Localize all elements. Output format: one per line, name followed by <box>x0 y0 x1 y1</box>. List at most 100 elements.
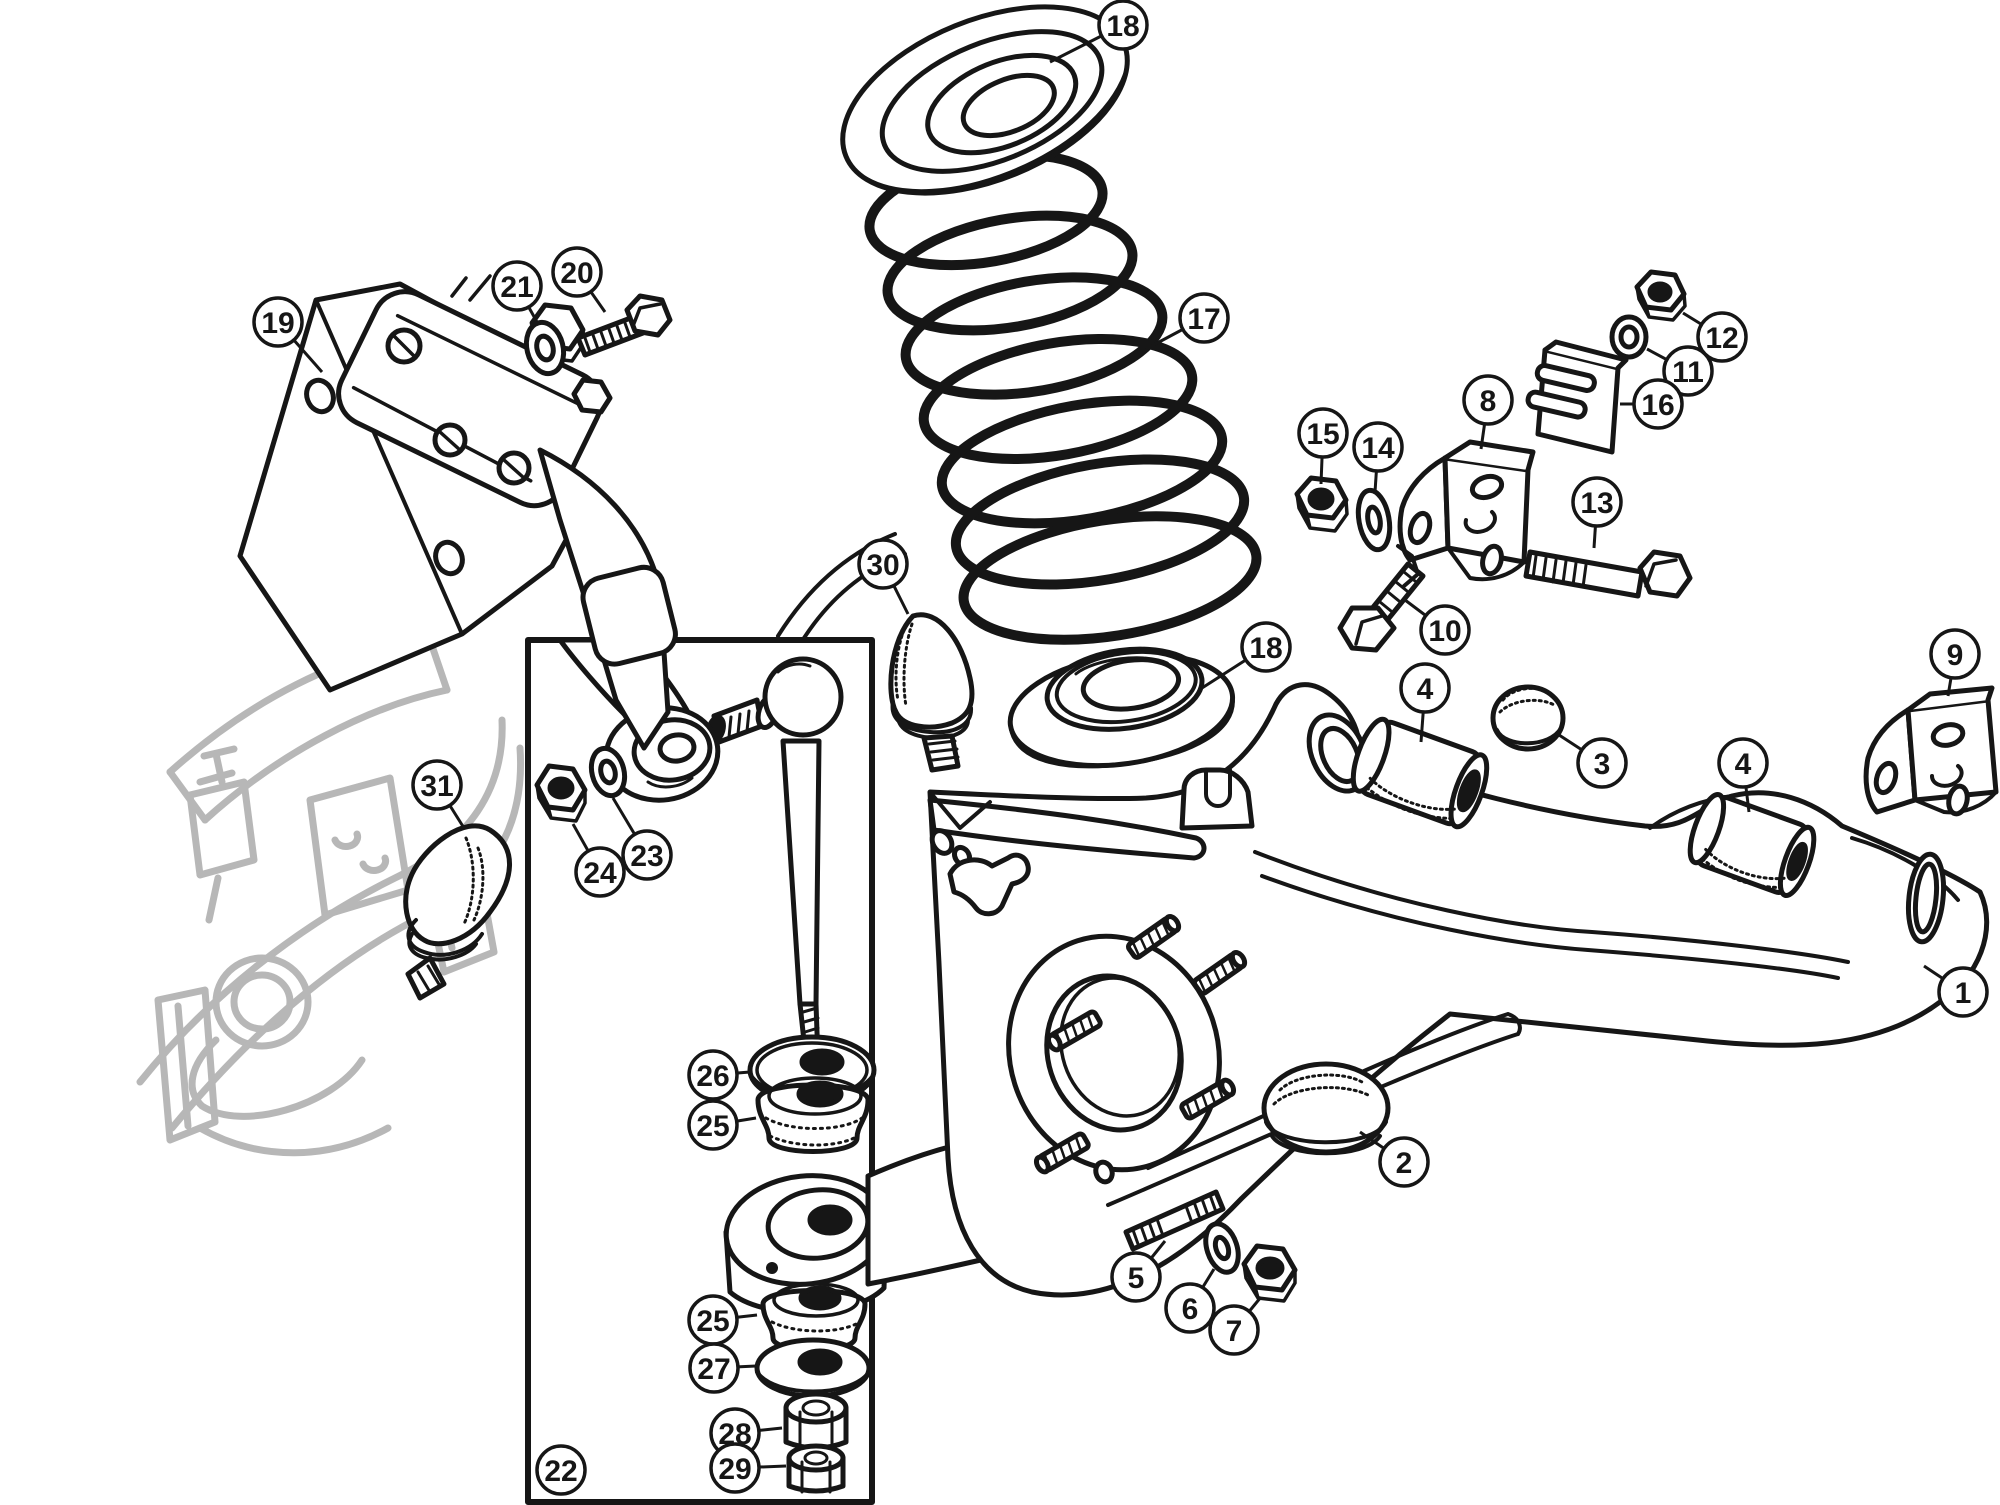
svg-text:4: 4 <box>1735 748 1752 781</box>
callout-2: 2 <box>1359 1130 1430 1188</box>
callout-layer: 1234456789101112131415161718181920212223… <box>252 0 1989 1496</box>
svg-text:22: 22 <box>544 1455 577 1488</box>
svg-text:3: 3 <box>1594 748 1611 781</box>
callout-17: 17 <box>1145 292 1230 351</box>
svg-text:18: 18 <box>1106 10 1139 43</box>
svg-text:11: 11 <box>1672 356 1704 389</box>
thin-nut-29 <box>786 1443 846 1494</box>
svg-text:4: 4 <box>1417 673 1434 706</box>
callout-31: 31 <box>411 759 466 829</box>
washer-6 <box>1203 1221 1241 1275</box>
callout-21: 21 <box>491 260 543 323</box>
hub-studs <box>1033 914 1248 1175</box>
bracket-8 <box>1397 439 1536 582</box>
svg-text:2: 2 <box>1396 1147 1413 1180</box>
svg-text:10: 10 <box>1428 615 1461 648</box>
dome-plug-small-3 <box>1490 684 1566 752</box>
svg-text:25: 25 <box>696 1305 729 1338</box>
callout-1: 1 <box>1923 964 1989 1018</box>
nut-12 <box>1634 269 1687 322</box>
svg-text:19: 19 <box>261 307 294 340</box>
dome-plug-large-2 <box>1261 1061 1391 1156</box>
svg-text:6: 6 <box>1182 1293 1199 1326</box>
stud-5 <box>1123 1189 1226 1252</box>
svg-text:9: 9 <box>1947 639 1964 672</box>
callout-11: 11 <box>1646 345 1714 397</box>
svg-text:18: 18 <box>1249 632 1282 665</box>
callout-7: 7 <box>1208 1296 1263 1356</box>
rubber-bush-lower-25 <box>760 1282 868 1353</box>
pivot-bolt-10 <box>1337 544 1426 653</box>
callout-15: 15 <box>1297 407 1349 485</box>
spring-cap-upper <box>840 4 1130 196</box>
packing-shim-16 <box>1525 339 1629 455</box>
callout-12: 12 <box>1682 311 1748 363</box>
callout-22: 22 <box>535 1444 587 1496</box>
callout-10: 10 <box>1404 598 1471 656</box>
arm-eye-boss <box>723 1173 889 1315</box>
svg-text:1: 1 <box>1955 977 1972 1010</box>
callout-6: 6 <box>1164 1268 1216 1334</box>
flat-washer-27 <box>754 1337 872 1399</box>
callout-13: 13 <box>1571 476 1623 549</box>
svg-text:20: 20 <box>560 257 593 290</box>
callout-5: 5 <box>1110 1240 1167 1303</box>
damper-washer-21 <box>523 319 567 377</box>
spring-seat-lower <box>1007 646 1236 769</box>
rear-bush-4 <box>1687 792 1817 898</box>
callout-8: 8 <box>1462 374 1514 450</box>
svg-text:16: 16 <box>1641 389 1674 422</box>
callout-18: 18 <box>1201 621 1292 690</box>
callout-9: 9 <box>1929 628 1981 697</box>
svg-text:25: 25 <box>696 1110 729 1143</box>
lock-nut-28 <box>783 1391 849 1451</box>
callout-4: 4 <box>1399 662 1451 743</box>
svg-text:30: 30 <box>866 549 899 582</box>
drop-arm-nut-24 <box>534 763 588 823</box>
ghost-chassis <box>136 636 525 1157</box>
callout-14: 14 <box>1352 421 1404 493</box>
callout-25: 25 <box>687 1099 757 1151</box>
svg-text:7: 7 <box>1226 1315 1243 1348</box>
svg-text:26: 26 <box>696 1060 729 1093</box>
callout-20: 20 <box>551 246 607 313</box>
washer-14 <box>1355 487 1393 553</box>
svg-text:5: 5 <box>1128 1262 1145 1295</box>
svg-text:29: 29 <box>718 1453 751 1486</box>
bump-stop-31 <box>403 823 512 1001</box>
svg-text:14: 14 <box>1361 432 1395 465</box>
callout-19: 19 <box>252 296 324 373</box>
front-bush-4 <box>1350 716 1490 830</box>
svg-text:8: 8 <box>1480 385 1497 418</box>
callout-24: 24 <box>571 823 626 898</box>
bracket-9 <box>1863 685 1999 817</box>
hub-plate <box>1006 933 1222 1185</box>
bump-stop-30 <box>888 612 975 773</box>
svg-text:15: 15 <box>1306 418 1339 451</box>
callout-3: 3 <box>1555 731 1628 789</box>
link-rod <box>780 738 822 1063</box>
nut-7 <box>1241 1243 1298 1303</box>
washer-11 <box>1609 314 1649 360</box>
drop-arm-washer-23 <box>588 745 628 799</box>
damper-bolt-20 <box>575 293 673 358</box>
svg-text:17: 17 <box>1187 303 1220 336</box>
svg-text:24: 24 <box>583 857 617 890</box>
svg-text:31: 31 <box>420 770 453 803</box>
svg-text:21: 21 <box>500 271 533 304</box>
nut-15 <box>1294 475 1349 533</box>
coil-spring <box>864 149 1262 645</box>
lever-damper <box>237 274 678 751</box>
svg-text:13: 13 <box>1580 487 1613 520</box>
callout-29: 29 <box>709 1442 787 1494</box>
callout-4: 4 <box>1717 737 1769 813</box>
svg-text:12: 12 <box>1705 322 1738 355</box>
callout-26: 26 <box>687 1049 751 1101</box>
rubber-bush-upper-25 <box>755 1076 871 1154</box>
svg-text:23: 23 <box>630 840 663 873</box>
svg-text:27: 27 <box>697 1353 730 1386</box>
callout-27: 27 <box>688 1342 757 1394</box>
callout-18: 18 <box>1049 0 1149 64</box>
